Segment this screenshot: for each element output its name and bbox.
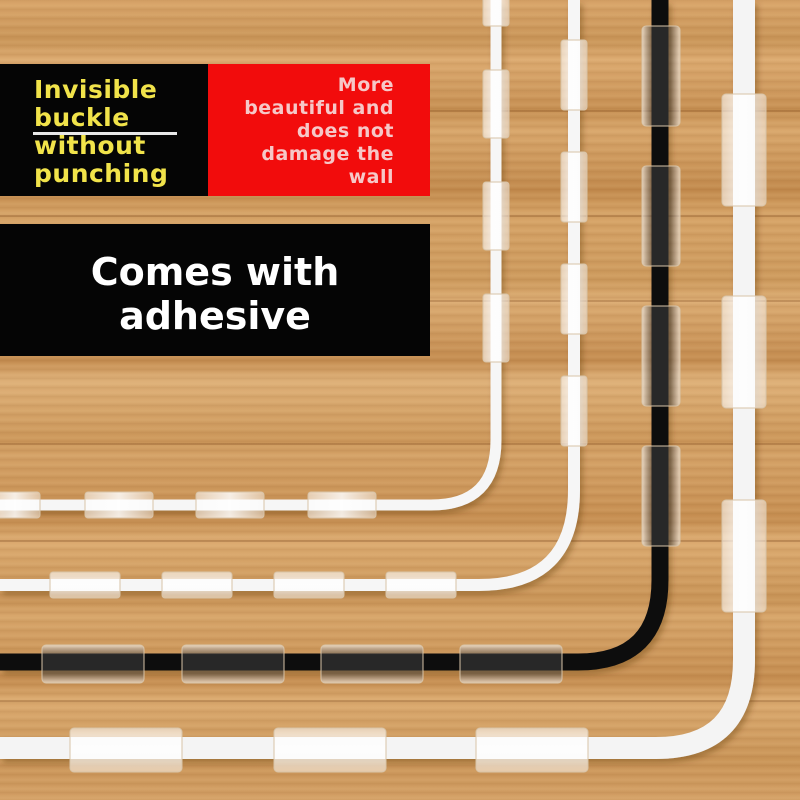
banner-line: wall xyxy=(348,166,394,188)
banner-invisible-buckle: Invisible buckle without punching xyxy=(0,64,208,196)
banner-more-beautiful: More beautiful and does not damage the w… xyxy=(208,64,430,196)
cable-3 xyxy=(0,0,669,671)
cable-1 xyxy=(0,0,502,511)
clips-cable-3 xyxy=(641,25,681,547)
banner-comes-with-adhesive: Comes with adhesive xyxy=(0,224,430,356)
plank-seam xyxy=(0,443,800,445)
clips-cable-4 xyxy=(721,93,767,613)
banner-line: buckle xyxy=(34,103,130,132)
underline-decoration xyxy=(33,132,177,135)
clips-cable-2 xyxy=(560,39,588,447)
plank-seam xyxy=(0,215,800,217)
banner-line: beautiful and xyxy=(244,97,394,119)
cable-2 xyxy=(0,0,580,591)
banner-line: Comes with xyxy=(90,250,340,294)
banner-line: punching xyxy=(34,159,169,188)
banner-line: does not xyxy=(296,120,394,142)
banner-line: More xyxy=(337,74,394,96)
cable-4 xyxy=(0,0,755,759)
banner-line: without xyxy=(34,131,146,160)
banner-line: adhesive xyxy=(119,294,311,338)
banner-line: damage the xyxy=(261,143,394,165)
plank-seam xyxy=(0,700,800,702)
banner-line: Invisible xyxy=(34,75,158,104)
clips-cable-1 xyxy=(0,0,510,519)
plank-seam xyxy=(0,540,800,542)
